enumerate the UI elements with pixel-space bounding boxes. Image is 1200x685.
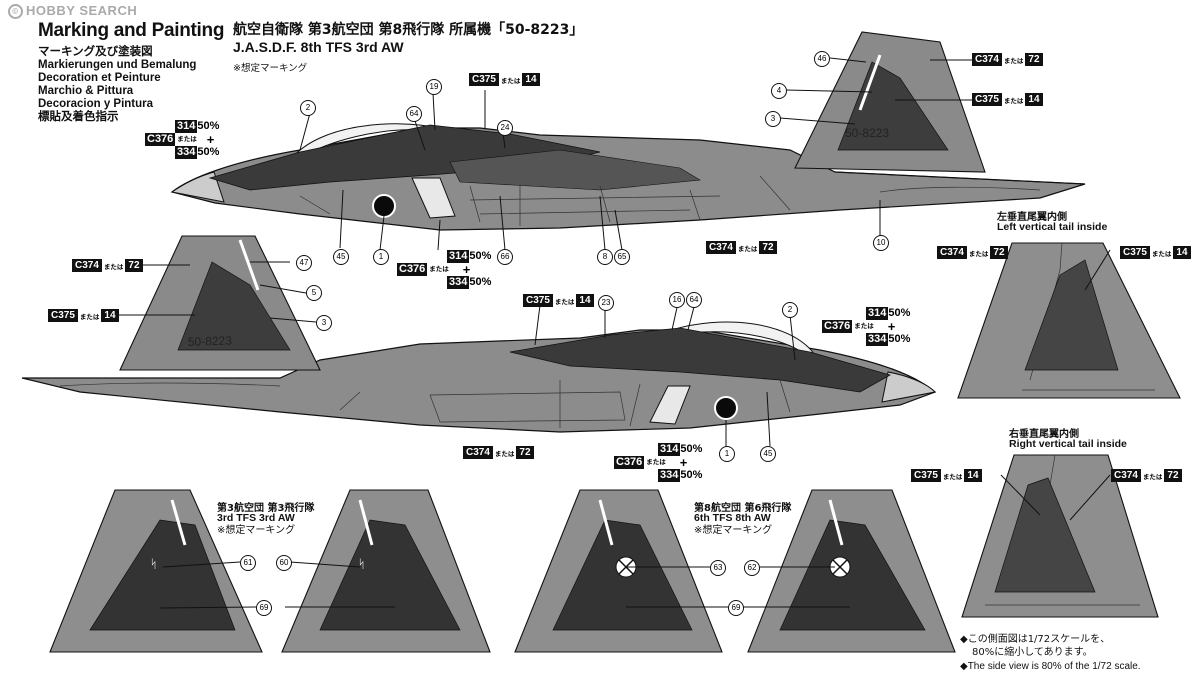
callout-3-lower: 3 [316,315,332,331]
callout-69-a: 69 [256,600,272,616]
callout-24: 24 [497,120,513,136]
callout-19: 19 [426,79,442,95]
tail-variant-3rd-tfs-b: ᛋ [281,489,491,653]
svg-text:ᛋ: ᛋ [150,557,157,571]
lower-tail-dark-area [177,261,291,351]
svg-text:ᛋ: ᛋ [358,557,365,571]
upper-intake [411,177,456,219]
group1-note: ※想定マーキング [217,525,296,536]
lower-fighter-side-view: 50-8223 [21,235,937,433]
left-tail-inside-inset [957,242,1181,399]
leader-lines [112,57,1111,609]
callout-4: 4 [771,83,787,99]
callout-45: 45 [333,249,349,265]
hobby-search-watermark: ©HOBBY SEARCH [8,3,137,19]
lower-nose-cone [881,371,937,403]
callout-63: 63 [710,560,726,576]
tail-variant-6th-tfs-a [514,489,723,653]
callout-1-lower: 1 [719,446,735,462]
subtitle-zh: 標貼及着色指示 [38,111,119,123]
callout-62: 62 [744,560,760,576]
group2-note: ※想定マーキング [694,525,773,536]
callout-64-lower: 64 [686,292,702,308]
callout-2-lower: 2 [782,302,798,318]
upper-nose-cone [170,171,225,203]
subtitle-de: Markierungen und Bemalung [38,59,197,71]
group1-title-ja: 第3航空団 第3飛行隊 [217,503,315,514]
tail-variant-3rd-tfs-a: ᛋ [49,489,263,653]
subtitle-it: Marchio & Pittura [38,85,134,97]
group2-title-en: 6th TFS 8th AW [694,512,771,524]
callout-61: 61 [240,555,256,571]
callout-69-b: 69 [728,600,744,616]
group2-title-ja: 第8航空団 第6飛行隊 [694,503,792,514]
callout-23: 23 [598,295,614,311]
callout-64: 64 [406,106,422,122]
left-tail-inside-caption-ja: 左垂直尾翼内側 [997,212,1067,223]
callout-46: 46 [814,51,830,67]
unit-title-en: J.A.S.D.F. 8th TFS 3rd AW [233,39,404,55]
callout-2: 2 [300,100,316,116]
subtitle-es: Decoracion y Pintura [38,98,154,110]
subtitle-ja: マーキング及び塗装図 [38,46,153,58]
callout-45-lower: 45 [760,446,776,462]
lower-dark-spine [509,327,892,393]
footnote-line-1: ◆この側面図は1/72スケールを、 [960,634,1111,645]
callout-10: 10 [873,235,889,251]
group1-title-en: 3rd TFS 3rd AW [217,512,295,524]
unit-title-ja: 航空自衛隊 第3航空団 第8飛行隊 所属機「50-8223」 [233,22,584,38]
lower-intake [649,385,691,425]
callout-5: 5 [306,285,322,301]
tail-variant-6th-tfs-b [747,489,956,653]
callout-3: 3 [765,111,781,127]
callout-8: 8 [597,249,613,265]
lower-tail-serial: 50-8223 [188,333,233,349]
upper-dark-band [449,149,701,191]
callout-16: 16 [669,292,685,308]
copyright-icon: © [8,4,23,19]
left-tail-inside-caption-en: Left vertical tail inside [997,221,1108,233]
footnote-line-2: 80%に縮小してあります。 [972,647,1093,658]
upper-hinomaru [373,195,395,217]
right-tail-inside-caption-ja: 右垂直尾翼内側 [1009,429,1079,440]
right-tail-inside-inset [961,454,1159,618]
callout-60: 60 [276,555,292,571]
assumed-marking-note: ※想定マーキング [233,63,308,74]
callout-66: 66 [497,249,513,265]
right-tail-inside-caption-en: Right vertical tail inside [1009,438,1127,450]
footnote-line-3: ◆The side view is 80% of the 1/72 scale. [960,661,1141,672]
lower-hinomaru [715,397,737,419]
upper-tail-serial: 50-8223 [845,126,889,140]
sheet-title: Marking and Painting [38,20,225,41]
subtitle-fr: Decoration et Peinture [38,72,161,84]
upper-fighter-side-view: 50-8223 [170,31,1086,231]
callout-1: 1 [373,249,389,265]
callout-47: 47 [296,255,312,271]
callout-65: 65 [614,249,630,265]
